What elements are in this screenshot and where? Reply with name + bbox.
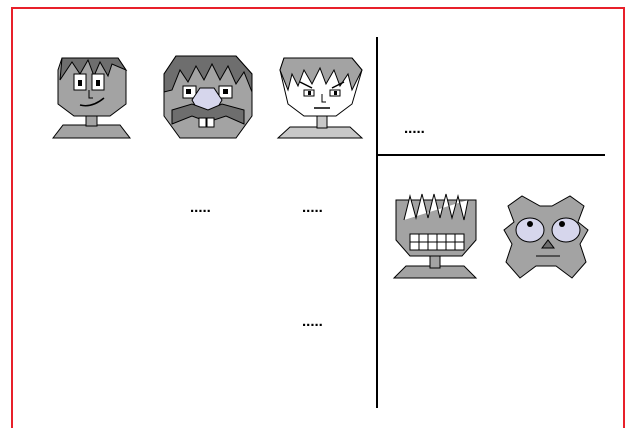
- angry-boy-face-icon: [278, 58, 362, 138]
- ellipsis-middle-2: .....: [302, 199, 323, 216]
- boy-face-icon: [53, 58, 130, 138]
- grinning-spiky-face-icon: [394, 194, 476, 278]
- mustache-man-face-icon: [164, 56, 252, 138]
- ellipsis-top-right: .....: [404, 120, 425, 137]
- ellipsis-middle-1: .....: [190, 199, 211, 216]
- skull-crossbones-face-icon: [504, 196, 588, 278]
- ellipsis-bottom: .....: [302, 313, 323, 330]
